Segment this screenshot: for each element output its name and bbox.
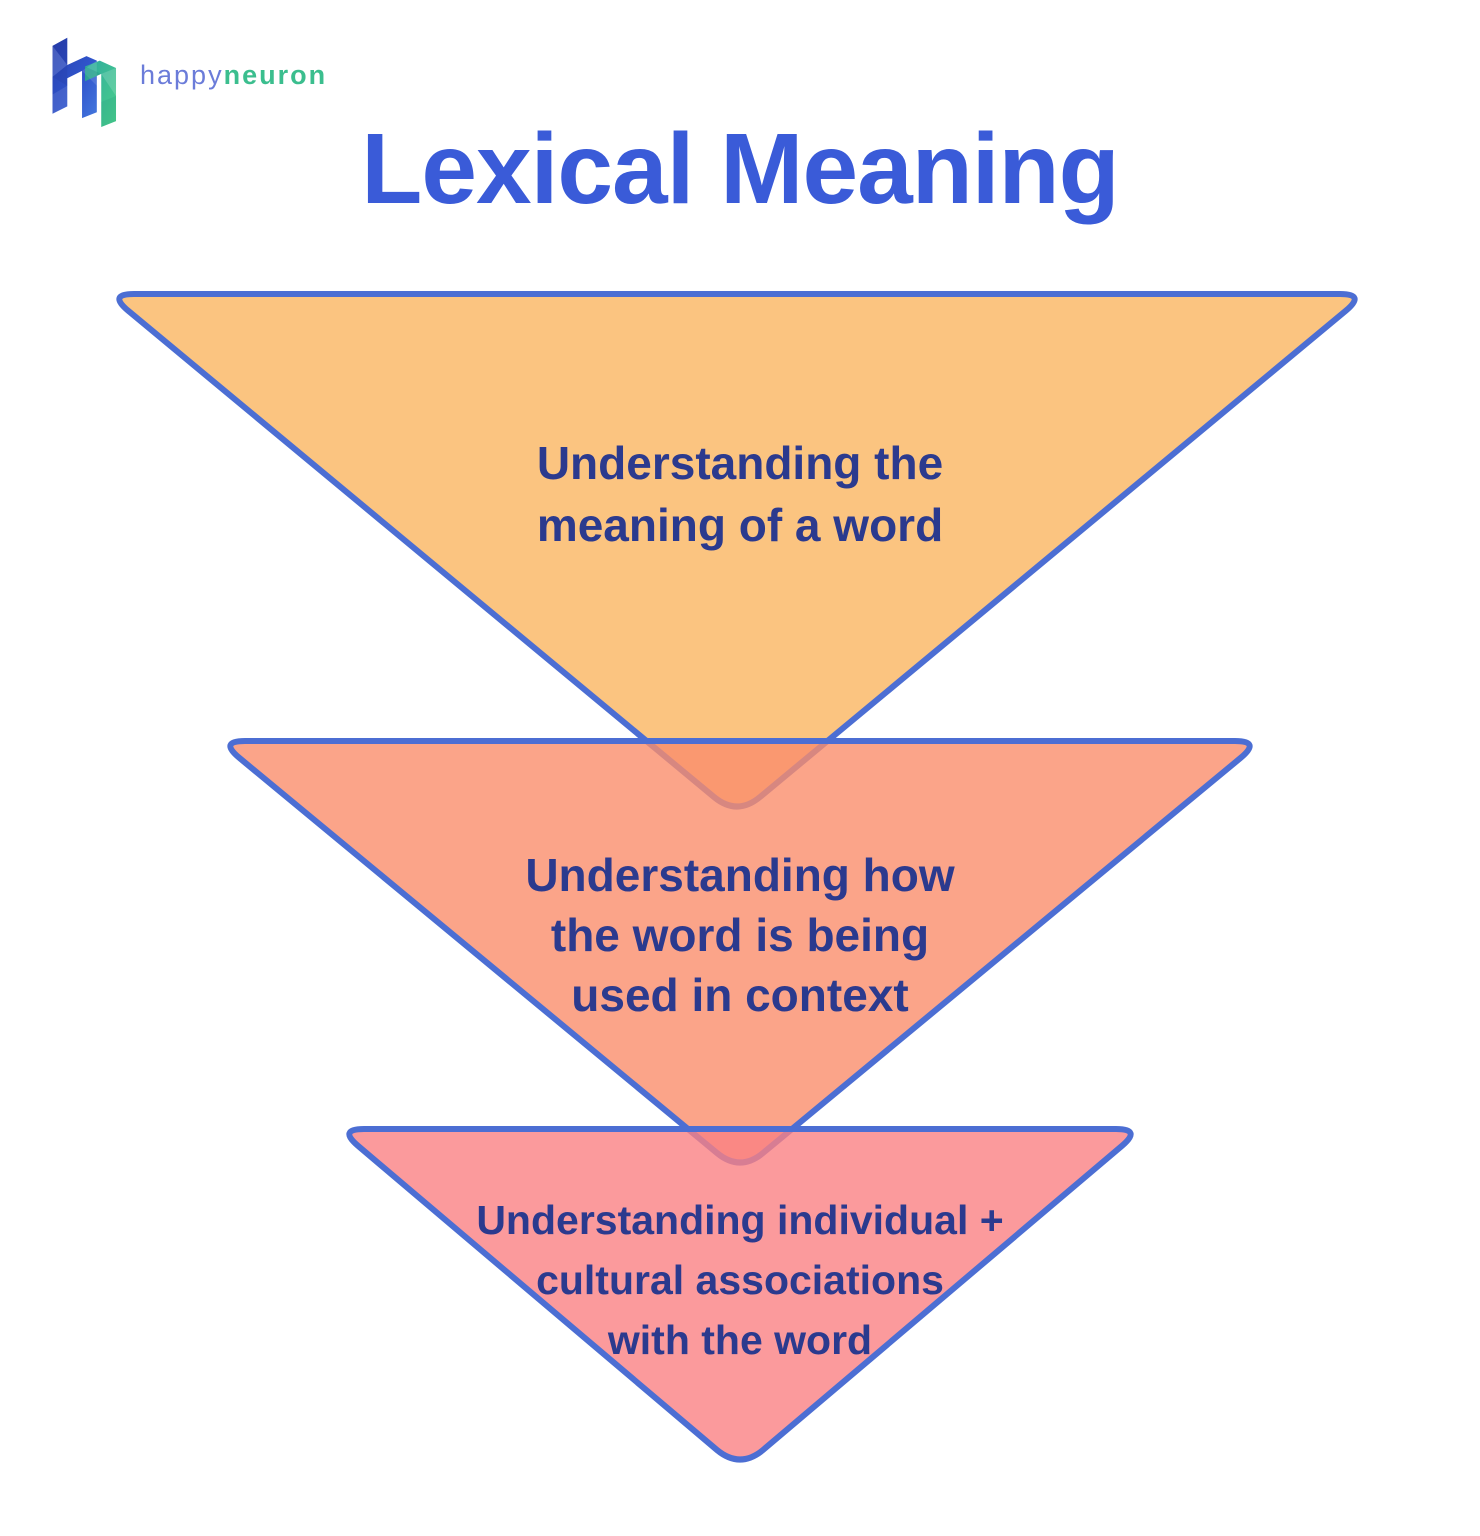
- funnel-level-3-label: Understanding individual + cultural asso…: [0, 1190, 1480, 1370]
- funnel-level-2-label: Understanding how the word is being used…: [0, 845, 1480, 1025]
- happyneuron-logo: happyneuron: [44, 34, 327, 130]
- funnel-level-3-line-2: cultural associations: [536, 1257, 944, 1303]
- logo-word-neuron: neuron: [223, 59, 328, 90]
- funnel-level-2-line-2: the word is being: [550, 909, 930, 961]
- page-title: Lexical Meaning: [361, 113, 1119, 225]
- funnel-level-1-line-1: Understanding the: [536, 437, 944, 489]
- logo-word-happy: happy: [140, 59, 224, 90]
- happyneuron-logo-wordmark: happyneuron: [140, 60, 327, 91]
- funnel-level-3-line-1: Understanding individual +: [476, 1197, 1004, 1243]
- funnel-level-2-line-3: used in context: [571, 969, 909, 1021]
- funnel-level-2-line-1: Understanding how: [525, 849, 955, 901]
- funnel-level-3-line-3: with the word: [607, 1317, 873, 1363]
- funnel-level-1-line-2: meaning of a word: [536, 499, 944, 551]
- funnel-level-1-label: Understanding the meaning of a word: [0, 432, 1480, 556]
- funnel-level-3-shape: [346, 1126, 1134, 1463]
- happyneuron-logo-icon: [52, 37, 117, 128]
